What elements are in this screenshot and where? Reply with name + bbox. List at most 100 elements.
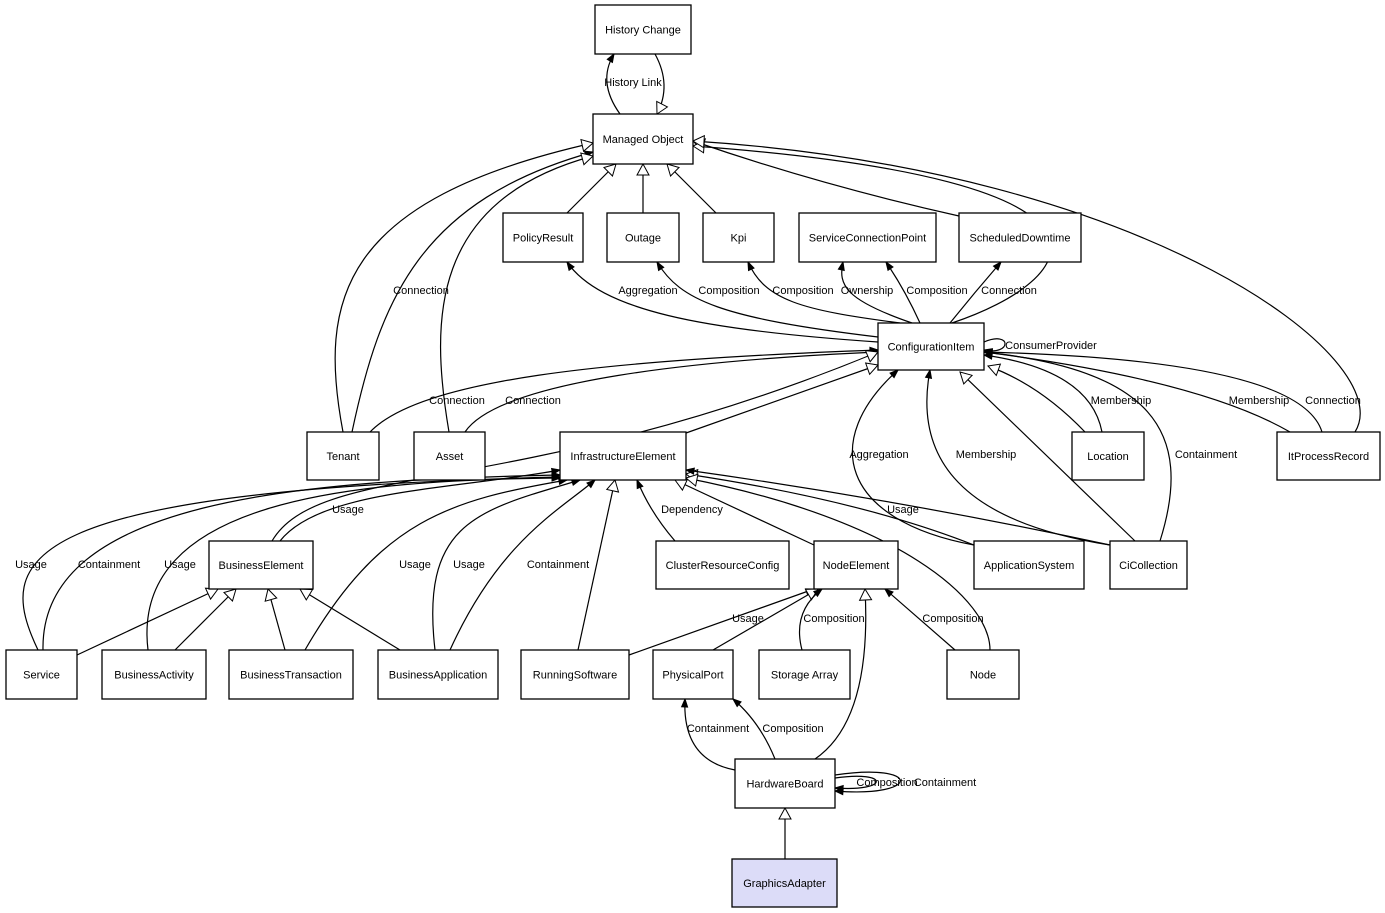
class-name: BusinessTransaction — [240, 669, 342, 681]
filled-arrowhead-icon — [837, 260, 845, 272]
edge-ci-collection-to-configuration-item-generalization — [959, 371, 1136, 542]
class-node-kpi[interactable]: Kpi — [702, 212, 775, 263]
class-node-outage[interactable]: Outage — [606, 212, 680, 263]
edge-line — [449, 479, 596, 651]
class-name: ClusterResourceConfig — [666, 560, 780, 572]
edge-line — [351, 151, 594, 433]
hollow-triangle-arrowhead-icon — [987, 363, 1002, 377]
filled-arrowhead-icon — [924, 368, 933, 380]
hollow-triangle-arrowhead-icon — [603, 163, 617, 177]
class-node-it-process-record[interactable]: ItProcessRecord — [1276, 431, 1381, 481]
class-node-service-connection-point[interactable]: ServiceConnectionPoint — [798, 212, 937, 263]
filled-arrowhead-icon — [636, 478, 644, 490]
class-name: History Change — [605, 24, 681, 36]
class-node-policy-result[interactable]: PolicyResult — [502, 212, 584, 263]
class-node-business-element[interactable]: BusinessElement — [208, 540, 314, 590]
class-name: Service — [23, 669, 60, 681]
class-name: PhysicalPort — [662, 669, 723, 681]
filled-arrowhead-icon — [550, 467, 562, 476]
class-node-node-element[interactable]: NodeElement — [813, 540, 899, 590]
class-node-business-transaction[interactable]: BusinessTransaction — [228, 649, 354, 700]
hollow-triangle-arrowhead-icon — [299, 588, 314, 601]
edge-hardware-board-to-hardware-board-containment: Containment — [833, 771, 976, 796]
edge-line — [304, 479, 568, 651]
edge-label: Composition — [803, 613, 864, 625]
edge-label: Connection — [981, 285, 1037, 297]
class-node-hardware-board[interactable]: HardwareBoard — [734, 758, 836, 809]
class-node-service[interactable]: Service — [5, 649, 78, 700]
class-node-physical-port[interactable]: PhysicalPort — [652, 649, 734, 700]
class-node-node[interactable]: Node — [946, 649, 1020, 700]
edge-infrastructure-element-to-configuration-item-generalization — [685, 362, 879, 434]
hollow-triangle-arrowhead-icon — [666, 163, 680, 177]
class-node-managed-object[interactable]: Managed Object — [592, 113, 694, 165]
class-node-configuration-item[interactable]: ConfigurationItem — [877, 322, 985, 371]
edge-line — [22, 476, 561, 651]
edge-tenant-to-managed-object-generalization — [334, 138, 595, 433]
class-node-location[interactable]: Location — [1071, 431, 1145, 481]
filled-arrowhead-icon — [812, 588, 824, 598]
class-box — [958, 212, 1082, 263]
class-name: InfrastructureElement — [570, 451, 675, 463]
class-box — [798, 212, 937, 263]
edge-label: Usage — [15, 559, 47, 571]
edge-label: Containment — [78, 559, 140, 571]
class-node-tenant[interactable]: Tenant — [306, 431, 380, 481]
edge-node-to-infrastructure-element-generalization — [684, 473, 991, 651]
edge-line — [432, 479, 581, 651]
class-box — [594, 4, 692, 55]
class-node-scheduled-downtime[interactable]: ScheduledDowntime — [958, 212, 1082, 263]
edge-history-change-to-managed-object-generalization — [654, 53, 669, 115]
class-node-running-software[interactable]: RunningSoftware — [520, 649, 630, 700]
class-node-business-activity[interactable]: BusinessActivity — [101, 649, 207, 700]
edge-configuration-item-to-policy-result-aggregation: Aggregation — [566, 260, 879, 343]
class-node-graphics-adapter[interactable]: GraphicsAdapter — [731, 858, 838, 908]
edge-label: Membership — [1091, 395, 1152, 407]
filled-arrowhead-icon — [883, 588, 894, 598]
edge-it-process-record-to-managed-object-generalization — [691, 134, 1361, 433]
class-node-storage-array[interactable]: Storage Array — [758, 649, 851, 700]
edge-line — [684, 698, 736, 771]
edge-label: Usage — [887, 504, 919, 516]
edge-label: History Link — [604, 77, 662, 89]
class-node-ci-collection[interactable]: CiCollection — [1109, 540, 1188, 590]
edge-label: Aggregation — [618, 285, 677, 297]
filled-arrowhead-icon — [566, 260, 575, 272]
class-box — [655, 540, 790, 590]
edge-business-application-to-infrastructure-element-containment: Containment — [449, 479, 597, 651]
edge-configuration-item-to-service-connection-point-composition: Composition — [885, 260, 968, 324]
class-node-cluster-resource-config[interactable]: ClusterResourceConfig — [655, 540, 790, 590]
edge-outage-to-managed-object-generalization — [636, 162, 650, 213]
edge-configuration-item-to-scheduled-downtime-connection: Connection — [949, 260, 1037, 324]
class-node-application-system[interactable]: ApplicationSystem — [973, 540, 1085, 590]
class-box — [946, 649, 1020, 700]
edge-label: Membership — [956, 449, 1017, 461]
class-box — [520, 649, 630, 700]
hollow-triangle-arrowhead-icon — [580, 138, 595, 153]
filled-arrowhead-icon — [885, 260, 894, 272]
filled-arrowhead-icon — [992, 260, 1002, 271]
edge-configuration-item-to-outage-composition: Composition — [656, 260, 879, 338]
class-box — [592, 113, 694, 165]
edge-line — [983, 351, 1172, 542]
hollow-triangle-arrowhead-icon — [656, 100, 669, 115]
edge-tenant-to-managed-object-connection: Connection — [351, 150, 595, 433]
class-node-asset[interactable]: Asset — [413, 431, 486, 481]
class-node-history-change[interactable]: History Change — [594, 4, 692, 55]
filled-arrowhead-icon — [586, 479, 597, 489]
edge-line — [334, 142, 594, 433]
class-box — [306, 431, 380, 481]
edge-line — [674, 479, 815, 546]
class-name: ApplicationSystem — [984, 560, 1075, 572]
class-node-infrastructure-element[interactable]: InfrastructureElement — [559, 431, 687, 481]
filled-arrowhead-icon — [731, 698, 742, 708]
edge-line — [884, 588, 956, 651]
class-name: Managed Object — [603, 134, 684, 146]
edge-cluster-resource-config-to-infrastructure-element-dependency: Dependency — [636, 478, 723, 542]
class-node-business-application[interactable]: BusinessApplication — [377, 649, 499, 700]
edge-line — [983, 351, 1323, 433]
edge-line — [712, 588, 819, 651]
class-box — [1071, 431, 1145, 481]
edge-hardware-board-to-node-element-generalization — [814, 587, 873, 760]
